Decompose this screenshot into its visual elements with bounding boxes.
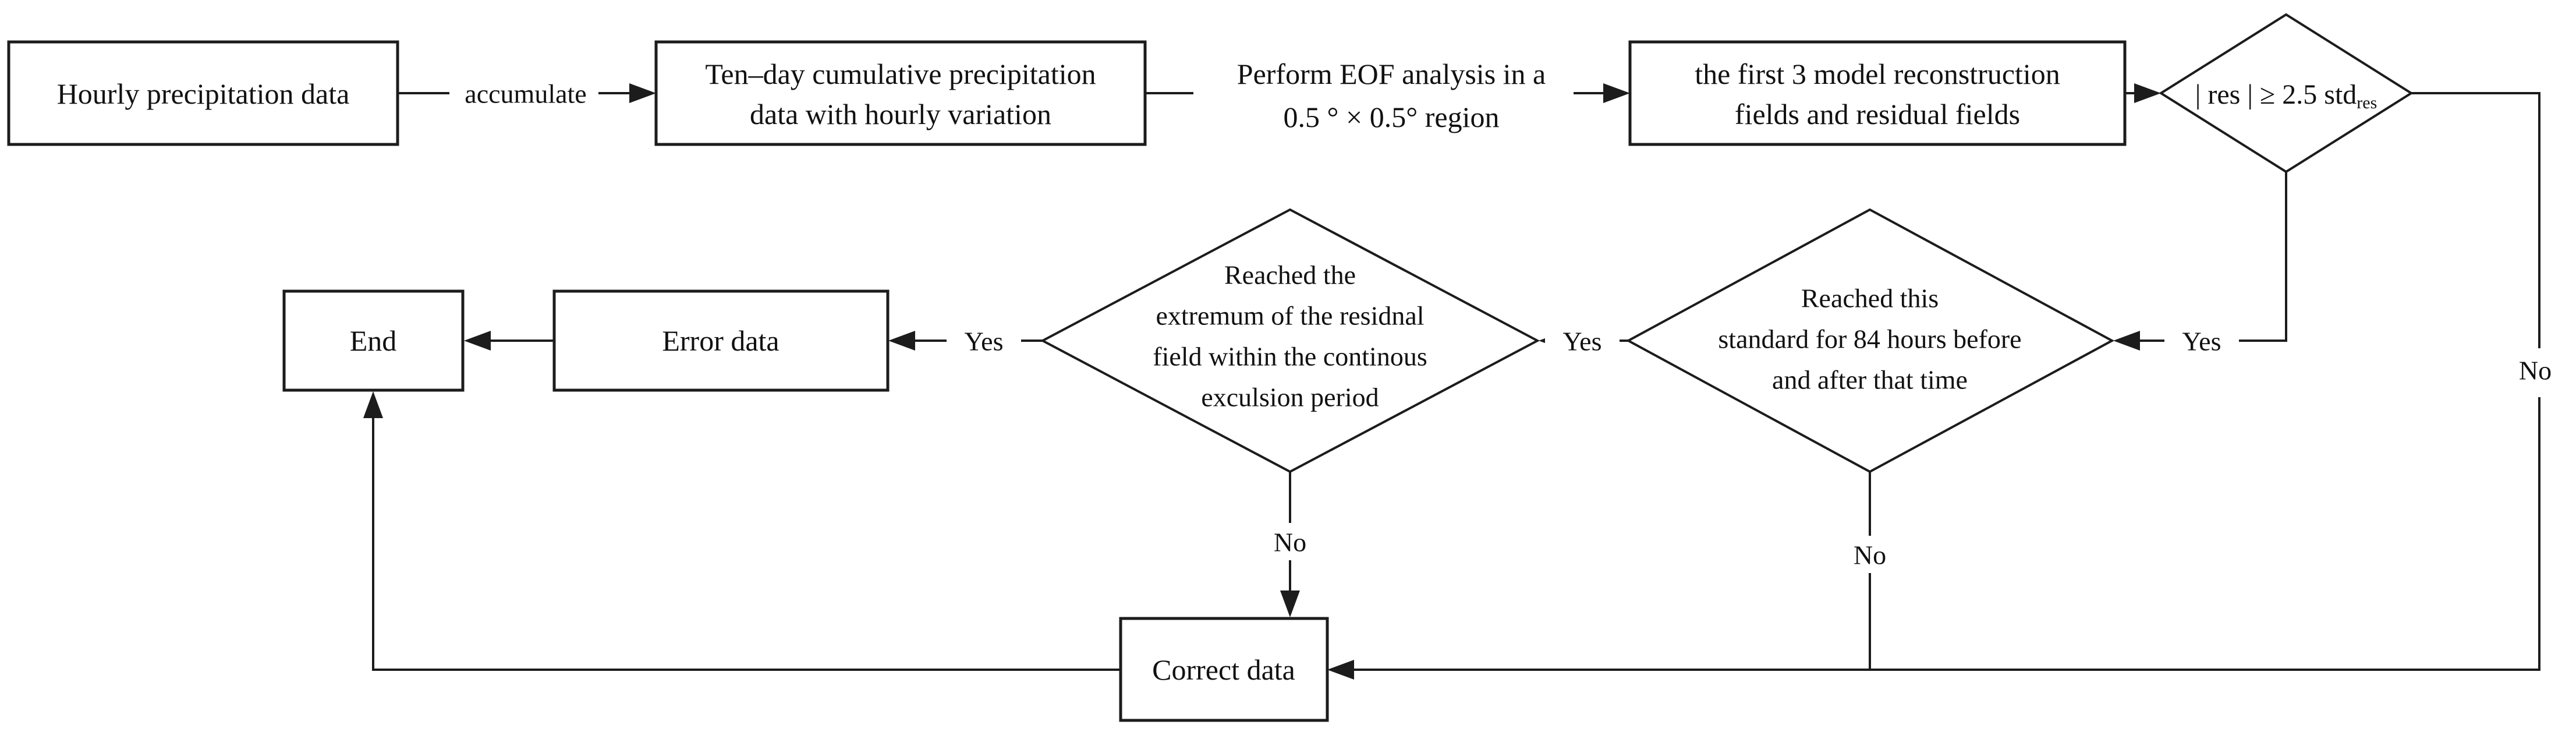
resdecision-subscript: res [2357,93,2377,112]
node-extremum-label-line1: Reached the [1224,260,1356,290]
arrowhead-into-errordata-icon [888,331,915,351]
arrowhead-into-resdecision-icon [2134,83,2161,103]
edge-label-yes-extremum-bg [947,322,1021,359]
edge-label-no-standard84: No [1854,540,1886,570]
arrowhead-into-first3-icon [1603,83,1630,103]
node-standard84-diamond [1625,208,2115,473]
arrowhead-into-correctdata-top-icon [1280,591,1300,617]
arrowhead-into-end-right-icon [464,331,491,351]
edge-correct-to-end-line [372,416,1121,671]
edge-label-no-standard84-bg [1833,536,1907,573]
node-extremum-diamond [1040,208,1540,473]
arrowhead-into-standard84-icon [2113,331,2140,351]
node-hourly-label: Hourly precipitation data [57,77,350,110]
edge-res-yes-line [2139,172,2287,342]
resdecision-expression: | res | ≥ 2.5 std [2195,79,2357,110]
node-standard84-label-line1: Reached this [1801,284,1939,313]
node-errordata-label: Error data [662,324,779,357]
node-resdecision-diamond [2159,13,2414,174]
node-correctdata-label: Correct data [1152,653,1295,686]
node-standard84-label-line2: standard for 84 hours before [1718,324,2021,354]
node-standard84-label-line3: and after that time [1772,365,1968,395]
node-end-box [282,289,465,392]
edge-res-no-upper-line [2410,92,2540,348]
node-hourly-box [7,40,399,146]
edge-label-no-res-bg [2497,351,2573,388]
edge-label-yes-standard84-bg [1545,322,1620,359]
node-extremum-label-line3: field within the continous [1153,342,1427,372]
edge-label-yes-res: Yes [2182,327,2221,356]
node-end-label: End [350,324,397,357]
edge-label-no-res: No [2519,356,2552,386]
edge-label-no-extremum: No [1274,528,1306,557]
edge-label-yes-standard84: Yes [1563,327,1602,356]
node-resdecision-label: | res | ≥ 2.5 stdres [2195,79,2377,112]
arrowhead-into-tenday-icon [629,83,656,103]
edge-label-accumulate-bg [453,75,598,112]
node-tenday-label-line1: Ten–day cumulative precipitation [705,58,1096,90]
note-eof-line2: 0.5 ° × 0.5° region [1284,101,1500,133]
node-tenday-box [654,40,1147,146]
node-errordata-box [552,289,890,392]
arrowhead-into-correctdata-right-icon [1327,660,1354,680]
arrowhead-into-end-bottom-icon [363,391,383,418]
edge-label-yes-extremum: Yes [965,327,1004,356]
edge-label-yes-res-bg [2164,322,2239,359]
edge-res-no-lower-line [1353,397,2540,671]
node-extremum-label-line2: extremum of the residnal [1156,301,1424,331]
edge-label-no-extremum-bg [1253,523,1327,560]
edge-label-accumulate: accumulate [465,79,586,109]
node-tenday-label-line2: data with hourly variation [750,98,1051,130]
node-first3-box [1628,40,2127,146]
node-first3-label-line1: the first 3 model reconstruction [1695,58,2060,90]
node-extremum-label-line4: exculsion period [1201,383,1379,412]
note-eof-line1: Perform EOF analysis in a [1237,58,1546,90]
node-first3-label-line2: fields and residual fields [1735,98,2020,130]
node-correctdata-box [1119,617,1329,722]
